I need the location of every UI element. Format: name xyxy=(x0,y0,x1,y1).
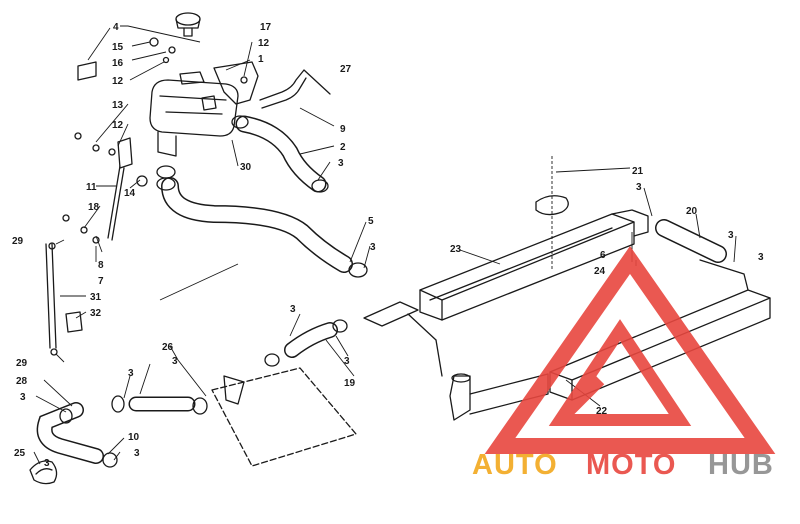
callout-24: 24 xyxy=(594,266,606,277)
callout-12a: 12 xyxy=(112,76,124,87)
logo-word-hub: HUB xyxy=(708,449,774,481)
callout-3b: 3 xyxy=(370,242,376,253)
hose-upper-left xyxy=(156,165,368,278)
callout-3a: 3 xyxy=(338,158,344,169)
callout-19: 19 xyxy=(344,378,356,389)
coolant-reservoir xyxy=(149,71,239,157)
callout-3d: 3 xyxy=(128,368,134,379)
overflow-rod xyxy=(107,165,125,241)
callout-29a: 29 xyxy=(12,236,24,247)
callout-7: 7 xyxy=(98,276,104,287)
callout-9: 9 xyxy=(340,124,346,135)
logo-word-moto: MOTO xyxy=(586,449,676,481)
callout-3k: 3 xyxy=(758,252,764,263)
breather-tube xyxy=(259,69,331,109)
hose-mid-short xyxy=(264,319,348,367)
logo-word-auto: AUTO xyxy=(472,449,558,481)
callout-13: 13 xyxy=(112,100,124,111)
callout-30: 30 xyxy=(240,162,252,173)
callout-15: 15 xyxy=(112,42,124,53)
decal-plate xyxy=(77,61,97,81)
callout-23: 23 xyxy=(450,244,462,255)
callout-31: 31 xyxy=(90,292,102,303)
callout-3c: 3 xyxy=(20,392,26,403)
callout-12b: 12 xyxy=(258,38,270,49)
engine-outline xyxy=(211,367,357,467)
callout-17: 17 xyxy=(260,22,272,33)
callout-5: 5 xyxy=(368,216,374,227)
coolant-pipe-mid xyxy=(363,301,443,377)
callout-4: 4 xyxy=(113,22,119,33)
callout-27: 27 xyxy=(340,64,352,75)
radiator-cap xyxy=(175,12,201,37)
callout-29b: 29 xyxy=(16,358,28,369)
callout-labels: 4 15 16 12 17 12 1 27 13 12 9 2 3 30 11 … xyxy=(12,22,764,469)
cross-tube xyxy=(611,209,749,291)
hose-upper-right xyxy=(231,115,329,193)
hose-clamp-set-25 xyxy=(29,460,58,485)
callout-11: 11 xyxy=(86,182,97,193)
callout-8: 8 xyxy=(98,260,104,271)
callout-32: 32 xyxy=(90,308,102,319)
reservoir-bracket xyxy=(213,61,259,105)
callout-6: 6 xyxy=(600,250,606,261)
callout-3e: 3 xyxy=(172,356,178,367)
callout-12c: 12 xyxy=(112,120,124,131)
callout-25: 25 xyxy=(14,448,26,459)
callout-3f: 3 xyxy=(290,304,296,315)
callout-26: 26 xyxy=(162,342,174,353)
leader-lines xyxy=(33,25,737,465)
callout-3i: 3 xyxy=(636,182,642,193)
callout-20: 20 xyxy=(686,206,698,217)
heat-exchanger-left xyxy=(419,213,635,321)
callout-1: 1 xyxy=(258,54,264,65)
callout-3g: 3 xyxy=(344,356,350,367)
callout-2: 2 xyxy=(340,142,346,153)
callout-3j: 3 xyxy=(728,230,734,241)
logo-triangle-mark xyxy=(484,246,776,454)
callout-3h: 3 xyxy=(134,448,140,459)
callout-21: 21 xyxy=(632,166,644,177)
callout-22: 22 xyxy=(596,406,608,417)
automotohub-logo: AUTO MOTO HUB xyxy=(472,246,776,481)
callout-28: 28 xyxy=(16,376,28,387)
callout-10: 10 xyxy=(128,432,140,443)
callout-18: 18 xyxy=(88,202,100,213)
hose-lower-26 xyxy=(111,395,208,415)
callout-14: 14 xyxy=(124,188,136,199)
drain-rod xyxy=(45,242,83,356)
hose-lower-10 xyxy=(36,402,118,468)
callout-16: 16 xyxy=(112,58,124,69)
callout-3l: 3 xyxy=(44,458,50,469)
